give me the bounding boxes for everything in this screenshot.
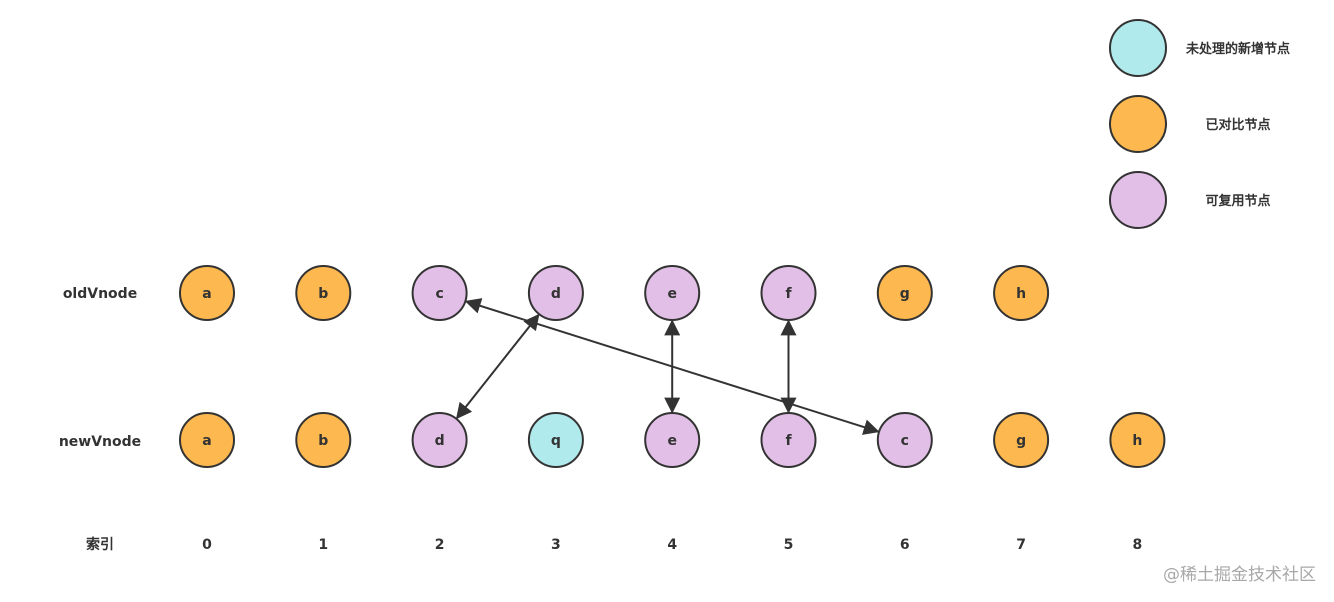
node-label: e xyxy=(667,433,677,449)
reuse-link-0 xyxy=(455,313,540,420)
node-circle xyxy=(993,412,1050,468)
node-circle xyxy=(644,412,701,468)
old-node-c: c xyxy=(411,265,468,321)
node-circle xyxy=(993,265,1050,321)
link-layer xyxy=(455,298,880,435)
node-circle xyxy=(876,412,933,468)
legend-label: 已对比节点 xyxy=(1205,117,1270,133)
index-4: 4 xyxy=(667,537,677,553)
node-circle xyxy=(295,412,352,468)
old-node-e: e xyxy=(644,265,701,321)
index-0: 0 xyxy=(202,537,212,553)
node-circle xyxy=(876,265,933,321)
old-node-g: g xyxy=(876,265,933,321)
index-row: 0 1 2 3 4 5 6 7 8 xyxy=(202,537,1142,553)
legend-swatch xyxy=(1109,19,1167,77)
index-8: 8 xyxy=(1133,537,1143,553)
node-circle xyxy=(644,265,701,321)
new-node-h: h xyxy=(1109,412,1166,468)
old-node-d: d xyxy=(527,265,584,321)
node-circle xyxy=(760,265,817,321)
node-circle xyxy=(411,265,468,321)
node-label: c xyxy=(901,433,909,449)
legend-swatch xyxy=(1109,95,1167,153)
node-label: c xyxy=(435,286,443,302)
node-label: q xyxy=(551,433,561,449)
legend-label: 可复用节点 xyxy=(1205,193,1270,209)
index-3: 3 xyxy=(551,537,561,553)
new-node-f: f xyxy=(760,412,817,468)
node-label: e xyxy=(667,286,677,302)
node-label: d xyxy=(435,433,445,449)
old-node-h: h xyxy=(993,265,1050,321)
node-label: b xyxy=(318,433,328,449)
legend-item-compared: 已对比节点 xyxy=(1109,95,1271,153)
node-label: h xyxy=(1132,433,1142,449)
old-vnode-label: oldVnode xyxy=(63,286,137,302)
reuse-link-3 xyxy=(464,298,880,435)
node-label: b xyxy=(318,286,328,302)
index-2: 2 xyxy=(435,537,445,553)
new-node-d: d xyxy=(411,412,468,468)
node-circle xyxy=(760,412,817,468)
new-node-e: e xyxy=(644,412,701,468)
new-vnode-label: newVnode xyxy=(59,434,141,450)
old-node-f: f xyxy=(760,265,817,321)
old-node-a: a xyxy=(179,265,235,321)
node-circle xyxy=(527,412,584,468)
index-6: 6 xyxy=(900,537,910,553)
index-5: 5 xyxy=(784,537,794,553)
node-label: a xyxy=(202,286,211,302)
new-node-a: a xyxy=(179,412,235,468)
old-node-b: b xyxy=(295,265,352,321)
node-circle xyxy=(1109,412,1166,468)
index-label: 索引 xyxy=(86,536,114,553)
node-label: d xyxy=(551,286,561,302)
node-label: f xyxy=(785,286,792,302)
new-node-q: q xyxy=(527,412,584,468)
node-circle xyxy=(295,265,352,321)
new-node-b: b xyxy=(295,412,352,468)
node-circle xyxy=(179,412,235,468)
legend-label: 未处理的新增节点 xyxy=(1185,41,1290,57)
legend-item-unprocessed_new: 未处理的新增节点 xyxy=(1109,19,1290,77)
new-node-c: c xyxy=(876,412,933,468)
node-circle xyxy=(179,265,235,321)
node-label: g xyxy=(1016,433,1026,449)
node-label: h xyxy=(1016,286,1026,302)
node-label: g xyxy=(900,286,910,302)
new-node-g: g xyxy=(993,412,1050,468)
index-7: 7 xyxy=(1016,537,1026,553)
node-label: f xyxy=(785,433,792,449)
node-circle xyxy=(411,412,468,468)
node-circle xyxy=(527,265,584,321)
legend-item-reusable: 可复用节点 xyxy=(1109,171,1271,229)
watermark: @稀土掘金技术社区 xyxy=(1163,565,1316,585)
index-1: 1 xyxy=(318,537,328,553)
legend-swatch xyxy=(1109,171,1167,229)
old-vnode-row: a b c d e f g h xyxy=(179,265,1050,321)
node-label: a xyxy=(202,433,211,449)
